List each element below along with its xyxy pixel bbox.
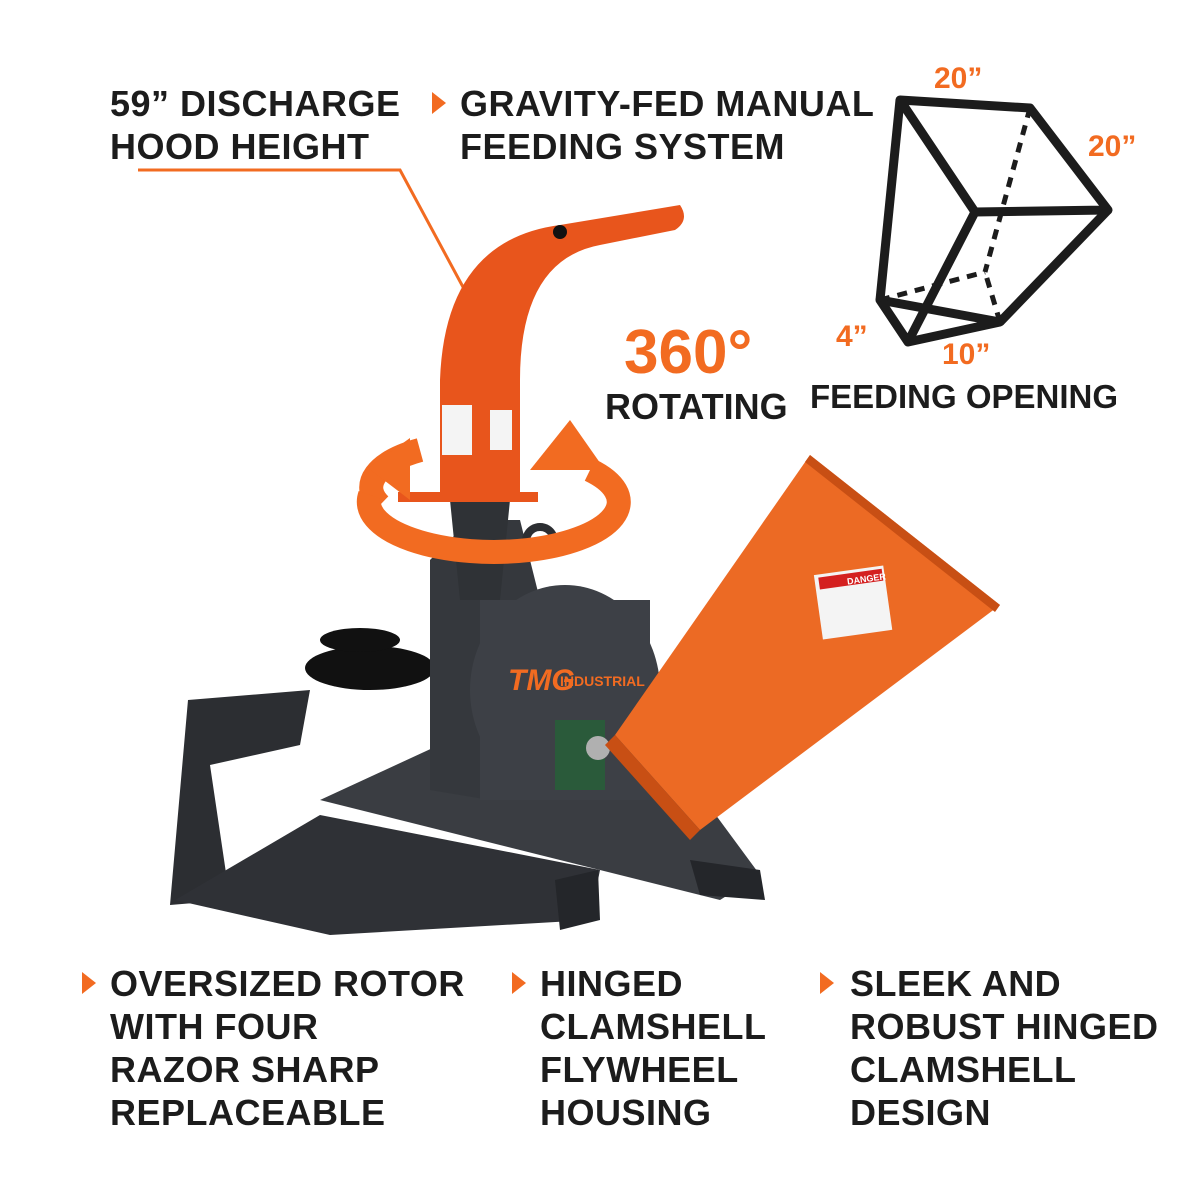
feeding-opening-diagram (875, 95, 1113, 347)
dimension-bottom: 10” (942, 338, 991, 371)
gravity-feed-callout: GRAVITY-FED MANUAL FEEDING SYSTEM (460, 82, 874, 168)
dimension-top: 20” (934, 62, 983, 95)
rotor-line-3: RAZOR SHARP (110, 1049, 380, 1090)
rotor-line-2: WITH FOUR (110, 1006, 319, 1047)
wood-chipper-image (170, 205, 1000, 935)
hood-leader-line (138, 168, 472, 301)
gravity-line-2: FEEDING SYSTEM (460, 126, 786, 167)
svg-text:TMG: TMG (508, 664, 575, 697)
clamshell-housing-callout: HINGED CLAMSHELL FLYWHEEL HOUSING (540, 962, 766, 1134)
tmg-logo: TMG INDUSTRIAL (508, 664, 645, 697)
sleek-line-2: ROBUST HINGED (850, 1006, 1159, 1047)
feeding-opening-label: FEEDING OPENING (810, 378, 1119, 415)
hood-line-1: 59” DISCHARGE (110, 83, 401, 124)
rotor-line-1: OVERSIZED ROTOR (110, 963, 465, 1004)
svg-text:INDUSTRIAL: INDUSTRIAL (560, 673, 645, 689)
clam-line-2: CLAMSHELL (540, 1006, 767, 1047)
hood-line-2: HOOD HEIGHT (110, 126, 370, 167)
dimension-left: 4” (836, 320, 868, 353)
rotating-label: ROTATING (605, 386, 788, 427)
sleek-design-callout: SLEEK AND ROBUST HINGED CLAMSHELL DESIGN (850, 962, 1159, 1134)
sleek-line-1: SLEEK AND (850, 963, 1062, 1004)
sleek-line-4: DESIGN (850, 1092, 992, 1133)
hood-height-callout: 59” DISCHARGE HOOD HEIGHT (110, 82, 401, 168)
rotor-callout: OVERSIZED ROTOR WITH FOUR RAZOR SHARP RE… (110, 962, 465, 1134)
rotation-degrees: 360° (624, 318, 753, 387)
clam-line-3: FLYWHEEL (540, 1049, 739, 1090)
bullet-arrow-icon (820, 972, 834, 994)
dimension-right: 20” (1088, 130, 1137, 163)
sleek-line-3: CLAMSHELL (850, 1049, 1077, 1090)
rotor-line-4: REPLACEABLE (110, 1092, 386, 1133)
clam-line-4: HOUSING (540, 1092, 712, 1133)
bullet-arrow-icon (512, 972, 526, 994)
gravity-line-1: GRAVITY-FED MANUAL (460, 83, 875, 124)
bullet-arrow-icon (432, 92, 446, 114)
clam-line-1: HINGED (540, 963, 684, 1004)
bullet-arrow-icon (82, 972, 96, 994)
